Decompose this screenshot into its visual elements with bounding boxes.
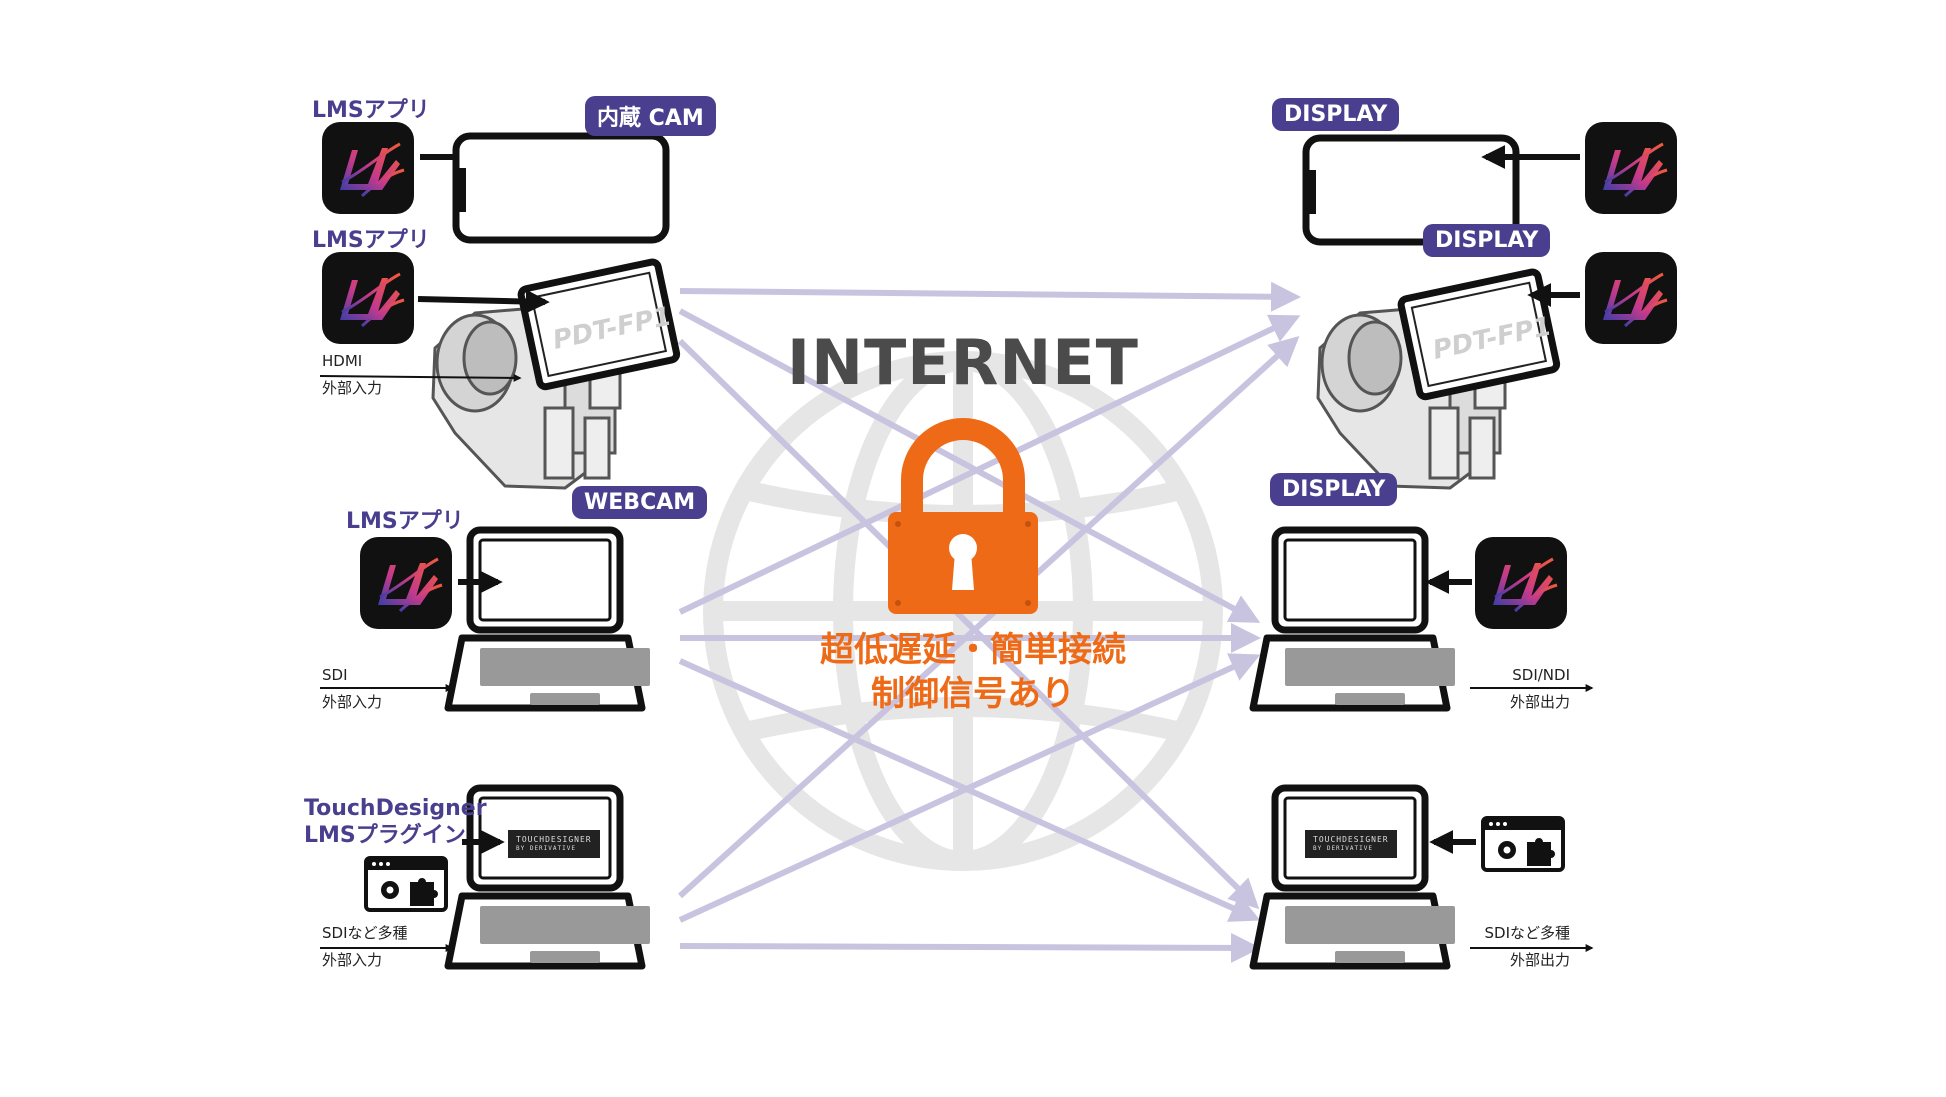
left-camera-input-line2: 外部入力 xyxy=(322,379,383,397)
left-phone-app-label: LMSアプリ xyxy=(312,98,430,123)
right-laptop1-output: SDI/NDI 外部出力 xyxy=(1480,662,1570,716)
right-laptop1-output-line1: SDI/NDI xyxy=(1512,666,1570,684)
right-laptop2-output-line1: SDIなど多種 xyxy=(1484,924,1571,942)
left-phone-tag: 内蔵 CAM xyxy=(585,96,716,136)
left-laptop1-input-line1: SDI xyxy=(322,666,348,684)
center-caption: 超低遅延・簡単接続 制御信号あり xyxy=(0,628,1946,716)
right-camera-tag: DISPLAY xyxy=(1423,224,1551,257)
right-laptop1-tag: DISPLAY xyxy=(1270,473,1398,506)
left-td-logo-line2: BY DERIVATIVE xyxy=(516,845,576,852)
lock-icon xyxy=(888,418,1038,614)
plugin-icon xyxy=(364,856,448,912)
smartphone-icon xyxy=(452,132,670,244)
plugin-icon xyxy=(1481,816,1565,872)
left-camera-input: HDMI 外部入力 xyxy=(322,348,382,402)
left-laptop1-input: SDI 外部入力 xyxy=(322,662,382,716)
lms-app-icon xyxy=(320,120,416,216)
left-laptop2-app-label-line1: TouchDesigner xyxy=(304,796,487,821)
smartphone-icon xyxy=(1302,134,1520,246)
left-laptop2-input-line1: SDIなど多種 xyxy=(322,924,408,942)
right-td-logo-line1: TOUCHDESIGNER xyxy=(1313,835,1389,844)
center-caption-line1: 超低遅延・簡単接続 xyxy=(820,630,1126,670)
left-laptop1-app-label: LMSアプリ xyxy=(346,509,464,534)
internet-title: INTERNET xyxy=(787,326,1139,399)
left-laptop2-app-label: TouchDesigner LMSプラグイン xyxy=(304,795,487,849)
right-touchdesigner-logo: TOUCHDESIGNER BY DERIVATIVE xyxy=(1305,830,1397,858)
right-phone-tag: DISPLAY xyxy=(1272,98,1400,131)
center-caption-line2: 制御信号あり xyxy=(871,674,1075,714)
lms-app-icon xyxy=(320,250,416,346)
left-camera-input-line1: HDMI xyxy=(322,352,363,370)
left-td-logo-line1: TOUCHDESIGNER xyxy=(516,835,592,844)
camera-monitor: PDT-FP1 xyxy=(517,258,681,391)
right-laptop2-output: SDIなど多種 外部出力 xyxy=(1470,920,1571,974)
connection-lines xyxy=(677,281,1301,963)
lms-app-icon xyxy=(1583,120,1679,216)
left-laptop1-input-line2: 外部入力 xyxy=(322,693,383,711)
left-laptop2-app-label-line2: LMSプラグイン xyxy=(304,823,466,848)
right-td-logo-line2: BY DERIVATIVE xyxy=(1313,845,1373,852)
left-laptop2-input: SDIなど多種 外部入力 xyxy=(322,920,408,974)
left-laptop1-tag: WEBCAM xyxy=(572,486,708,519)
lms-app-icon xyxy=(1473,535,1569,631)
left-camera-app-label: LMSアプリ xyxy=(312,228,430,253)
left-touchdesigner-logo: TOUCHDESIGNER BY DERIVATIVE xyxy=(508,830,600,858)
lms-app-icon xyxy=(358,535,454,631)
right-laptop2-output-line2: 外部出力 xyxy=(1509,951,1570,969)
right-laptop1-output-line2: 外部出力 xyxy=(1509,693,1570,711)
left-laptop2-input-line2: 外部入力 xyxy=(322,951,383,969)
camera-monitor: PDT-FP1 xyxy=(1397,268,1561,401)
lms-app-icon xyxy=(1583,250,1679,346)
